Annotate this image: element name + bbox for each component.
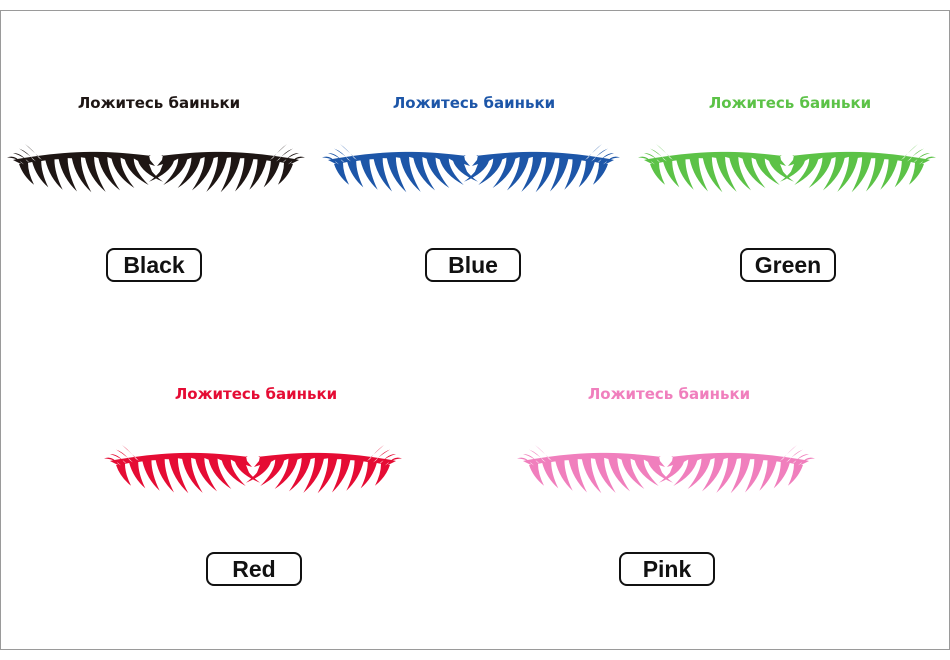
left-eyelash-icon [638,144,794,193]
left-eyelash-icon [517,445,673,494]
left-eyelash-icon [104,445,260,494]
left-eyelash-icon [7,144,163,193]
variant-caption: Ложитесь баиньки [708,94,872,112]
eyelash-strip [246,445,402,494]
left-eyelash-icon [322,144,478,193]
eyelash-strip [149,144,305,193]
variant-green: Ложитесь баиньки Green [638,93,940,293]
color-label-red: Red [206,552,302,586]
right-eyelash-icon [149,144,305,193]
eyelash-strip [7,144,163,193]
eyelash-pair-icon [638,144,936,193]
color-label-black: Black [106,248,202,282]
eyelash-strip [322,144,478,193]
variant-caption: Ложитесь баиньки [587,385,751,403]
eyelash-pair-icon [104,445,402,494]
eyelash-pair-icon [517,445,815,494]
eyelash-strip [638,144,794,193]
right-eyelash-icon [246,445,402,494]
variant-caption: Ложитесь баиньки [174,385,338,403]
variant-caption: Ложитесь баиньки [392,94,556,112]
eyelash-strip [780,144,936,193]
variant-red: Ложитесь баиньки Red [104,384,406,586]
color-label-blue: Blue [425,248,521,282]
right-eyelash-icon [780,144,936,193]
eyelash-pair-icon [7,144,305,193]
right-eyelash-icon [464,144,620,193]
product-sheet: Ложитесь баиньки Black Ложитесь баиньки … [0,10,950,650]
eyelash-strip [659,445,815,494]
variant-black: Ложитесь баиньки Black [7,93,309,293]
eyelash-pair-icon [322,144,620,193]
variant-pink: Ложитесь баиньки Pink [517,384,819,586]
color-label-pink: Pink [619,552,715,586]
color-label-green: Green [740,248,836,282]
variant-blue: Ложитесь баиньки Blue [322,93,624,293]
eyelash-strip [464,144,620,193]
eyelash-strip [104,445,260,494]
right-eyelash-icon [659,445,815,494]
eyelash-strip [517,445,673,494]
variant-caption: Ложитесь баиньки [77,94,241,112]
